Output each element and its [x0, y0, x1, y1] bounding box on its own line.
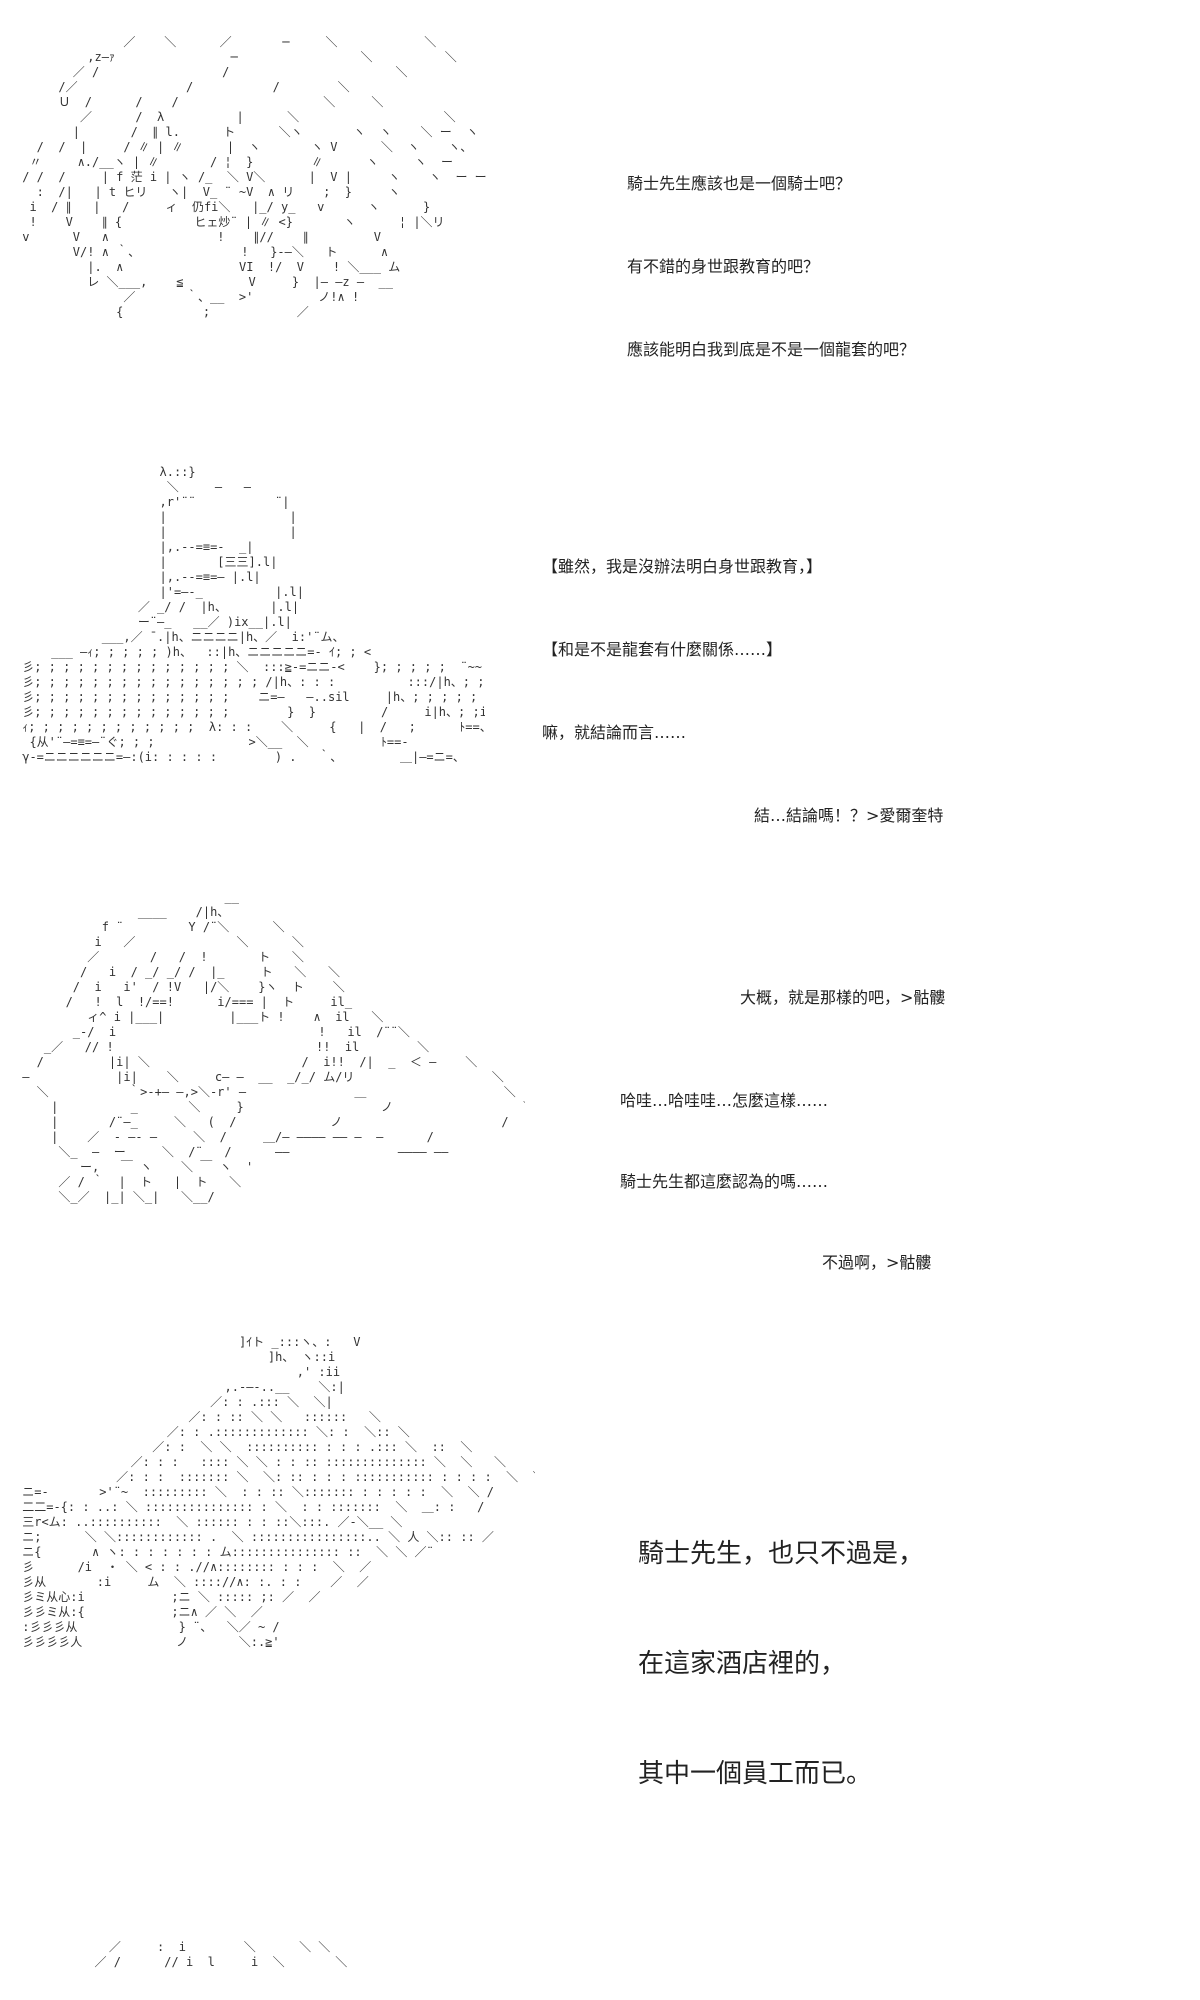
- panel-1: ／ ＼ ／ ─ ＼ ＼ ,z―ｧ ─ ＼ ＼ ／ / / ＼ /／ / /: [0, 0, 1200, 460]
- ascii-art-partial-figure: ／ : i ＼ ＼ ＼ ／ / // i l i ＼ ＼: [94, 1940, 348, 1969]
- ascii-art-cloaked-hand: ]ｲト _:::ヽ、: V ]h、 ヽ::i ,' :ii ,.-―-..__ …: [22, 1335, 535, 1649]
- dialogue-line: 結…結論嗎！？>愛爾奎特: [754, 806, 944, 825]
- dialogue-line: 【雖然，我是沒辦法明白身世跟教育，】: [542, 557, 823, 576]
- panel-4: ]ｲト _:::ヽ、: V ]h、 ヽ::i ,' :ii ,.-―-..__ …: [0, 1300, 1200, 1900]
- dialogue-line: 應該能明白我到底是不是一個龍套的吧？: [627, 340, 916, 359]
- ascii-art-hooded-figure: ／ ＼ ／ ─ ＼ ＼ ,z―ｧ ─ ＼ ＼ ／ / / ＼ /／ / /: [22, 35, 487, 319]
- dialogue-line: 嘛，就結論而言……: [542, 723, 687, 742]
- dialogue-line: 其中一個員工而已。: [638, 1759, 873, 1789]
- ascii-art-armored-knight: λ.::} ＼ ― ― ,r'¨¨ ¨| | | | | |,.--=≡=- _…: [22, 465, 485, 764]
- dialogue-line: 大概，就是那樣的吧，>骷髏: [740, 988, 946, 1007]
- panel-5-partial: ／ : i ＼ ＼ ＼ ／ / // i l i ＼ ＼: [0, 1900, 1200, 2000]
- dialogue-line: 騎士先生，也只不過是，: [638, 1539, 925, 1569]
- panel-2: λ.::} ＼ ― ― ,r'¨¨ ¨| | | | | |,.--=≡=- _…: [0, 460, 1200, 880]
- dialogue-line: 有不錯的身世跟教育的吧？: [627, 257, 820, 276]
- dialogue-line: 哈哇…哈哇哇…怎麼這樣……: [620, 1091, 829, 1110]
- dialogue-line: 不過啊，>骷髏: [822, 1253, 932, 1272]
- dialogue-line: 【和是不是龍套有什麼關係……】: [542, 640, 783, 659]
- dialogue-line: 騎士先生應該也是一個騎士吧？: [627, 174, 852, 193]
- panel-3: __ ____ /|h、 f ¨ Y /¨＼ ＼ i ／ ＼ ＼ ／ / / !…: [0, 880, 1200, 1300]
- ascii-art-crying-girl: __ ____ /|h、 f ¨ Y /¨＼ ＼ i ／ ＼ ＼ ／ / / !…: [22, 890, 525, 1204]
- dialogue-line: 騎士先生都這麼認為的嗎……: [620, 1172, 829, 1191]
- dialogue-line: 在這家酒店裡的，: [638, 1649, 847, 1679]
